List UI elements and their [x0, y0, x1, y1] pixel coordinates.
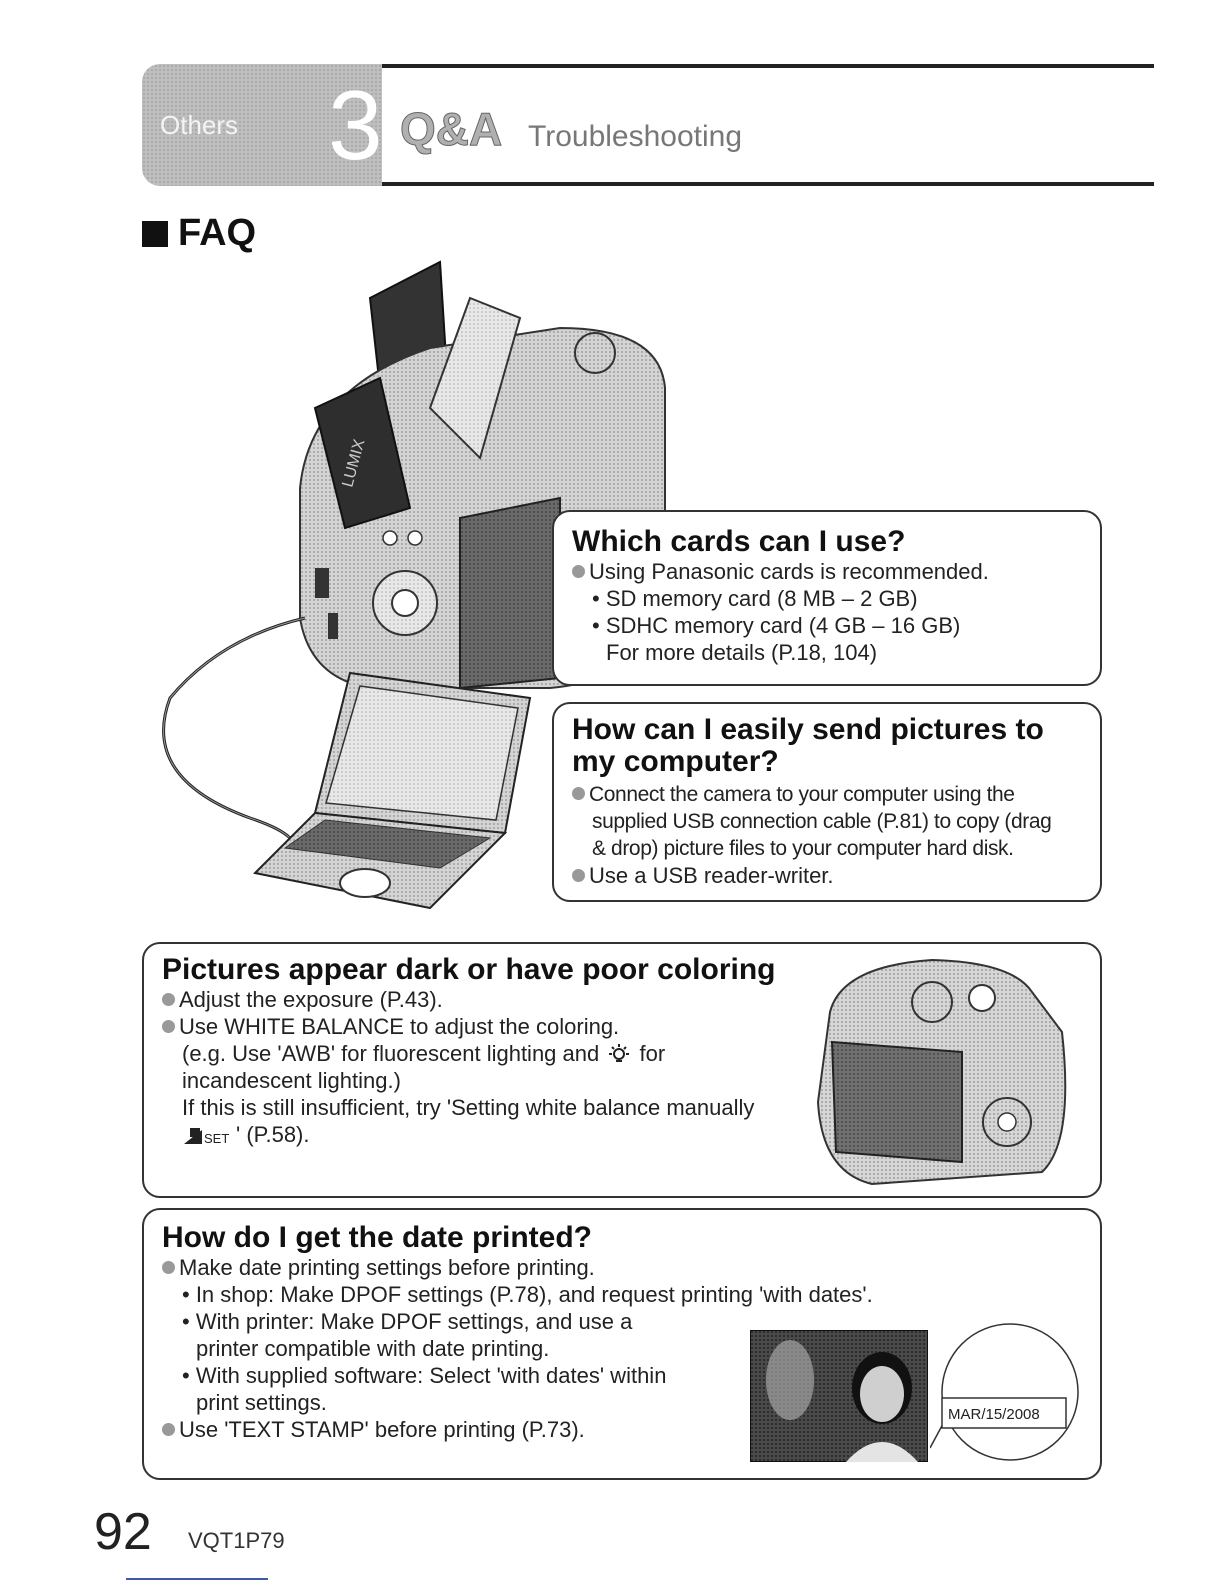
footer-rule — [126, 1578, 268, 1580]
faq-date-software: • With supplied software: Select 'with d… — [182, 1362, 667, 1388]
date-stamp-text: MAR/15/2008 — [948, 1406, 1040, 1423]
faq-cards-details: For more details (P.18, 104) — [606, 639, 878, 665]
chapter-number: 3 — [328, 70, 383, 180]
faq-date-shop: • In shop: Make DPOF settings (P.78), an… — [182, 1281, 873, 1307]
circle-bullet-icon — [162, 992, 175, 1006]
faq-date-box: How do I get the date printed? Make date… — [142, 1208, 1102, 1480]
faq-dark-insufficient: If this is still insufficient, try 'Sett… — [182, 1094, 755, 1120]
camera-back-illustration — [816, 958, 1067, 1186]
faq-cards-box: Which cards can I use? Using Panasonic c… — [552, 510, 1102, 686]
faq-send-answer-1: Connect the camera to your computer usin… — [572, 781, 1082, 808]
page-number: 92 — [94, 1503, 152, 1561]
faq-heading-text: FAQ — [178, 212, 257, 254]
faq-send-answer-3: & drop) picture files to your computer h… — [592, 837, 1014, 860]
chapter-header: Others 3 Q&A Troubleshooting — [142, 64, 1154, 186]
faq-send-box: How can I easily send pictures to my com… — [552, 702, 1102, 902]
faq-dark-answer-2: Use WHITE BALANCE to adjust the coloring… — [162, 1013, 1082, 1040]
date-stamp-callout: MAR/15/2008 — [930, 1323, 1079, 1461]
faq-send-answer-4: Use a USB reader-writer. — [572, 862, 1082, 889]
circle-bullet-icon — [572, 869, 585, 882]
page-title: Q&A — [399, 103, 503, 156]
faq-cards-answer: Using Panasonic cards is recommended. — [572, 558, 1082, 585]
header-rule-top — [382, 64, 1154, 68]
faq-date-answer-1: Make date printing settings before print… — [162, 1254, 1082, 1281]
model-code: VQT1P79 — [188, 1528, 285, 1553]
square-bullet-icon — [142, 220, 168, 247]
faq-dark-example-cont: incandescent lighting.) — [182, 1067, 401, 1093]
section-tab-texture — [142, 64, 382, 186]
faq-dark-question: Pictures appear dark or have poor colori… — [162, 953, 776, 986]
faq-cards-item-sdhc: • SDHC memory card (4 GB – 16 GB) — [592, 612, 961, 638]
circle-bullet-icon — [572, 564, 585, 578]
date-stamped-photo — [750, 1330, 928, 1462]
header-rule-bottom — [382, 182, 1154, 186]
faq-dark-answer-1: Adjust the exposure (P.43). — [162, 986, 1082, 1013]
circle-bullet-icon — [162, 1260, 175, 1274]
faq-date-printer-cont: printer compatible with date printing. — [196, 1335, 550, 1361]
faq-date-printer: • With printer: Make DPOF settings, and … — [182, 1308, 633, 1334]
circle-bullet-icon — [572, 787, 585, 800]
faq-cards-item-sd: • SD memory card (8 MB – 2 GB) — [592, 585, 918, 611]
faq-cards-question: Which cards can I use? — [572, 525, 906, 558]
circle-bullet-icon — [162, 1019, 175, 1033]
faq-dark-manual-wb: SET ' (P.58). — [162, 1121, 1082, 1148]
faq-date-question: How do I get the date printed? — [162, 1221, 592, 1254]
faq-date-software-cont: print settings. — [196, 1389, 327, 1415]
faq-send-answer-2: supplied USB connection cable (P.81) to … — [592, 810, 1052, 833]
page-subtitle: Troubleshooting — [528, 120, 743, 153]
faq-send-question-line2: my computer? — [572, 744, 779, 778]
incandescent-wb-icon — [609, 1043, 630, 1062]
faq-date-answer-2: Use 'TEXT STAMP' before printing (P.73). — [162, 1416, 1082, 1443]
faq-dark-example: (e.g. Use 'AWB' for fluorescent lighting… — [182, 1040, 666, 1066]
manual-wb-set-icon: SET — [184, 1127, 229, 1146]
faq-heading: FAQ — [142, 212, 256, 255]
section-label: Others — [160, 110, 239, 140]
faq-send-question-line1: How can I easily send pictures to — [572, 713, 1044, 746]
manual-wb-set-label: SET — [204, 1131, 229, 1146]
circle-bullet-icon — [162, 1422, 175, 1436]
